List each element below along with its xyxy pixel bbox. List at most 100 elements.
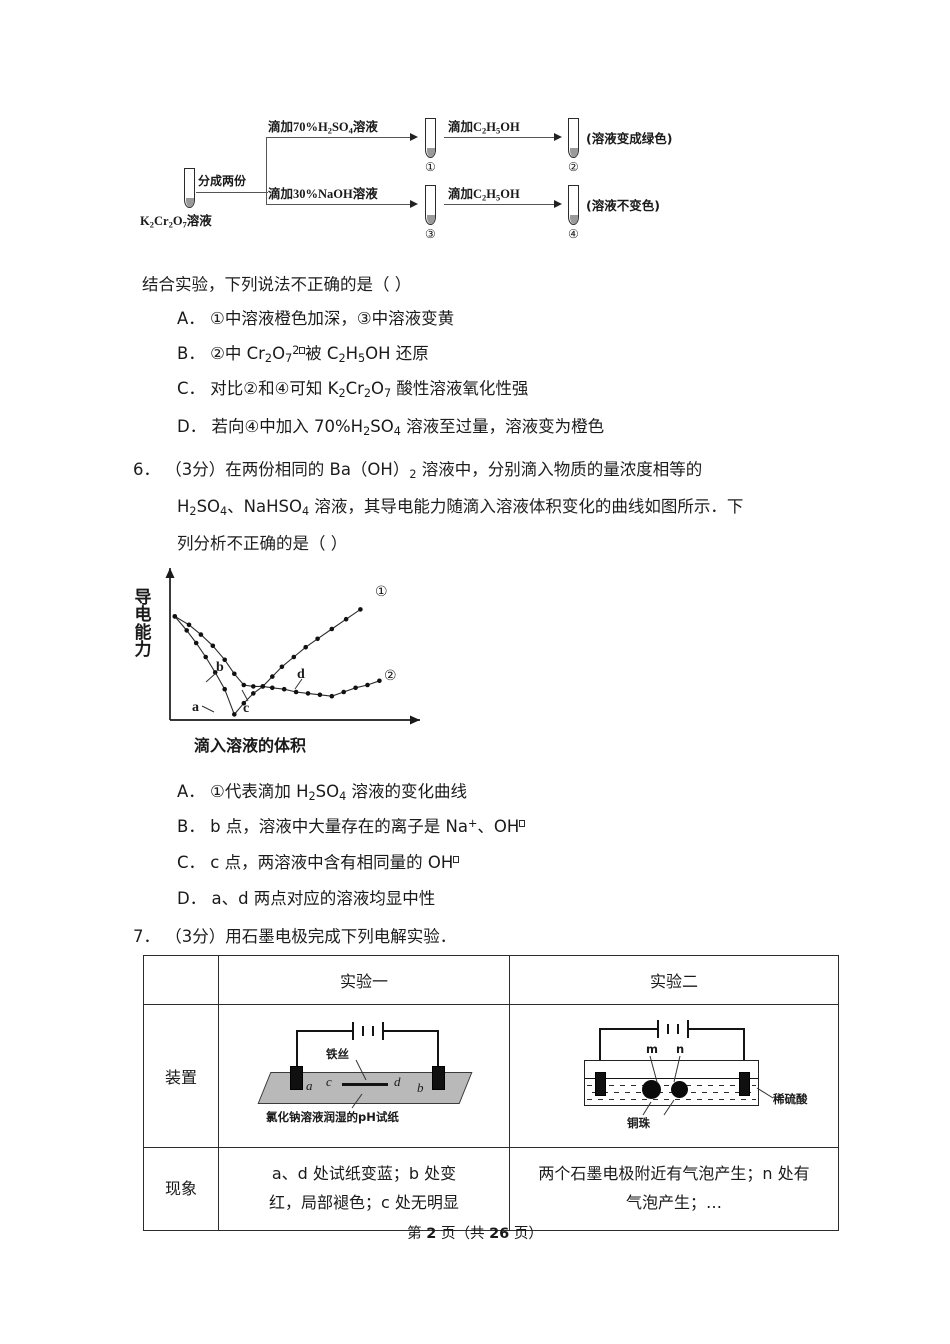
chart-series-1-marker bbox=[203, 654, 208, 660]
chart-series-2-marker bbox=[329, 693, 335, 699]
q6-number: 6． bbox=[133, 460, 160, 479]
branch-bottom-arrow-line bbox=[266, 204, 412, 205]
chart-point-a: a bbox=[192, 700, 199, 715]
test-tube-3-number: ③ bbox=[425, 227, 436, 241]
q5-option-c-letter: C． bbox=[177, 379, 206, 398]
q5-option-a-text: ①中溶液橙色加深，③中溶液变黄 bbox=[210, 309, 455, 328]
graphite-electrode-right bbox=[739, 1072, 750, 1096]
copper-bead-label: 铜珠 bbox=[627, 1116, 650, 1130]
exp2-apparatus-figure: m n 铜珠 稀硫酸 bbox=[524, 1016, 824, 1136]
header-blank bbox=[143, 955, 219, 1005]
battery2-short-plate-2 bbox=[677, 1024, 679, 1034]
q6-stem-line3: 列分析不正确的是（ ） bbox=[177, 534, 348, 553]
chart-series-2-marker bbox=[317, 692, 323, 698]
chart-series-2-marker bbox=[251, 684, 256, 689]
electrode-right bbox=[432, 1066, 445, 1090]
q6-stem-line1: 6． （3分）在两份相同的 Ba（OH）2 溶液中，分别滴入物质的量浓度相等的 bbox=[133, 458, 702, 483]
conductivity-chart: 导电能力 滴入溶液的体积 a b c d ① ② bbox=[130, 560, 460, 775]
chart-series-layer bbox=[172, 607, 382, 717]
wire-left-down bbox=[296, 1030, 298, 1072]
exp1-phenomenon-line2: 红，局部褪色；c 处无明显 bbox=[269, 1193, 459, 1212]
q5-option-c-text: 对比②和④可知 K2Cr2O7 酸性溶液氧化性强 bbox=[210, 379, 529, 401]
exp2-leader-lines bbox=[642, 1055, 774, 1116]
battery2-short-plate-1 bbox=[667, 1024, 669, 1034]
q7-stem-text: 用石墨电极完成下列电解实验． bbox=[225, 927, 457, 946]
second-bottom-arrow-line bbox=[444, 204, 556, 205]
experiment-table: 实验一 实验二 装置 bbox=[143, 955, 839, 1231]
test-tube-1 bbox=[425, 118, 436, 158]
chart-series-2-marker bbox=[341, 689, 346, 695]
chart-series-2-marker bbox=[305, 691, 311, 696]
exp1-phenomenon-line1: a、d 处试纸变蓝；b 处变 bbox=[271, 1164, 457, 1184]
q5-option-a: A． ①中溶液橙色加深，③中溶液变黄 bbox=[177, 307, 454, 331]
chart-series-2-marker bbox=[353, 685, 358, 691]
cell-exp2-device: m n 铜珠 稀硫酸 bbox=[509, 1004, 839, 1148]
q6-score: （3分） bbox=[165, 460, 226, 479]
chart-series-2-marker bbox=[365, 682, 370, 688]
footer-page-number: 2 bbox=[426, 1226, 437, 1242]
chart-series-1-marker bbox=[329, 626, 335, 632]
q6-option-a: A． ①代表滴加 H2SO4 溶液的变化曲线 bbox=[177, 780, 467, 805]
battery-short-plate-2 bbox=[372, 1026, 374, 1036]
wire-top-left bbox=[296, 1030, 353, 1032]
chart-series-1-tag: ① bbox=[375, 584, 388, 600]
battery-long-plate-1 bbox=[352, 1022, 354, 1040]
wire2-top-right bbox=[688, 1028, 744, 1030]
wire-right-down bbox=[437, 1030, 439, 1072]
split-label: 分成两份 bbox=[198, 174, 247, 188]
battery2-long-plate-1 bbox=[657, 1020, 659, 1038]
q5-option-d: D． 若向④中加入 70%H2SO4 溶液至过量，溶液变为橙色 bbox=[177, 415, 604, 440]
dilute-acid-label: 稀硫酸 bbox=[773, 1092, 808, 1106]
q6-option-b-letter: B． bbox=[177, 817, 205, 836]
chart-series-2-marker bbox=[293, 689, 299, 695]
label-n: n bbox=[676, 1042, 685, 1056]
copper-bead-m bbox=[642, 1080, 661, 1099]
second-bottom-label: 滴加C2H5OH bbox=[448, 187, 520, 203]
branch-top-arrowhead bbox=[410, 133, 418, 141]
q6-option-d-text: a、d 两点对应的溶液均显中性 bbox=[211, 889, 436, 908]
wire2-top-left bbox=[599, 1028, 658, 1030]
header-exp1: 实验一 bbox=[218, 955, 510, 1005]
chart-series-2-marker bbox=[260, 684, 266, 689]
label-m: m bbox=[646, 1042, 658, 1056]
chart-series-2-marker bbox=[186, 622, 192, 628]
second-top-arrowhead bbox=[554, 133, 562, 141]
table-row-device: 装置 bbox=[143, 1004, 839, 1148]
table-header-row: 实验一 实验二 bbox=[143, 955, 839, 1005]
chart-series-2-marker bbox=[270, 685, 275, 691]
iron-wire-label: 铁丝 bbox=[326, 1047, 349, 1061]
q5-option-a-letter: A． bbox=[177, 309, 205, 328]
dilute-acid-hatch-3 bbox=[587, 1099, 756, 1100]
q5-option-b-letter: B． bbox=[177, 344, 205, 363]
wire2-right-down bbox=[743, 1028, 745, 1078]
split-stem bbox=[196, 192, 268, 193]
chart-xlabel: 滴入溶液的体积 bbox=[194, 736, 307, 755]
chart-series-1-line bbox=[174, 608, 361, 716]
branch-bottom-arrowhead bbox=[410, 200, 418, 208]
row-label-phenomenon: 现象 bbox=[143, 1147, 219, 1231]
chart-series-1-marker bbox=[241, 700, 247, 706]
paper-point-b: b bbox=[417, 1080, 424, 1095]
chart-axes bbox=[165, 568, 420, 725]
q6-stem-line1-text: 在两份相同的 Ba（OH）2 溶液中，分别滴入物质的量浓度相等的 bbox=[225, 460, 703, 482]
cell-exp1-phenomenon: a、d 处试纸变蓝；b 处变 红，局部褪色；c 处无明显 bbox=[218, 1147, 510, 1231]
reaction-flow-diagram: K2Cr2O7溶液 分成两份 滴加70%H2SO4溶液 滴加30%NaOH溶液 … bbox=[140, 100, 820, 260]
wire2-left-down bbox=[599, 1028, 601, 1078]
q6-option-a-letter: A． bbox=[177, 782, 205, 801]
electrode-left bbox=[290, 1066, 303, 1090]
q6-option-c-letter: C． bbox=[177, 853, 206, 872]
paper-point-a: a bbox=[306, 1078, 313, 1093]
result-bottom-note: (溶液不变色) bbox=[586, 198, 660, 213]
chart-series-1-marker bbox=[193, 640, 199, 646]
chart-series-1-marker bbox=[358, 607, 363, 612]
footer-text: 第 2 页（共 26 页） bbox=[407, 1226, 543, 1242]
beaker bbox=[584, 1060, 759, 1106]
q6-option-c-text: c 点，两溶液中含有相同量的 OH bbox=[210, 853, 460, 872]
exp1-apparatus-figure: a c d b 铁丝 氯化钠溶液润湿的pH试纸 bbox=[234, 1016, 494, 1136]
source-tube-label: K2Cr2O7溶液 bbox=[140, 213, 212, 230]
q6-option-d-letter: D． bbox=[177, 889, 207, 908]
copper-bead-n bbox=[671, 1081, 688, 1098]
exp2-phenomenon-line1: 两个石墨电极附近有气泡产生；n 处有 bbox=[538, 1164, 810, 1184]
